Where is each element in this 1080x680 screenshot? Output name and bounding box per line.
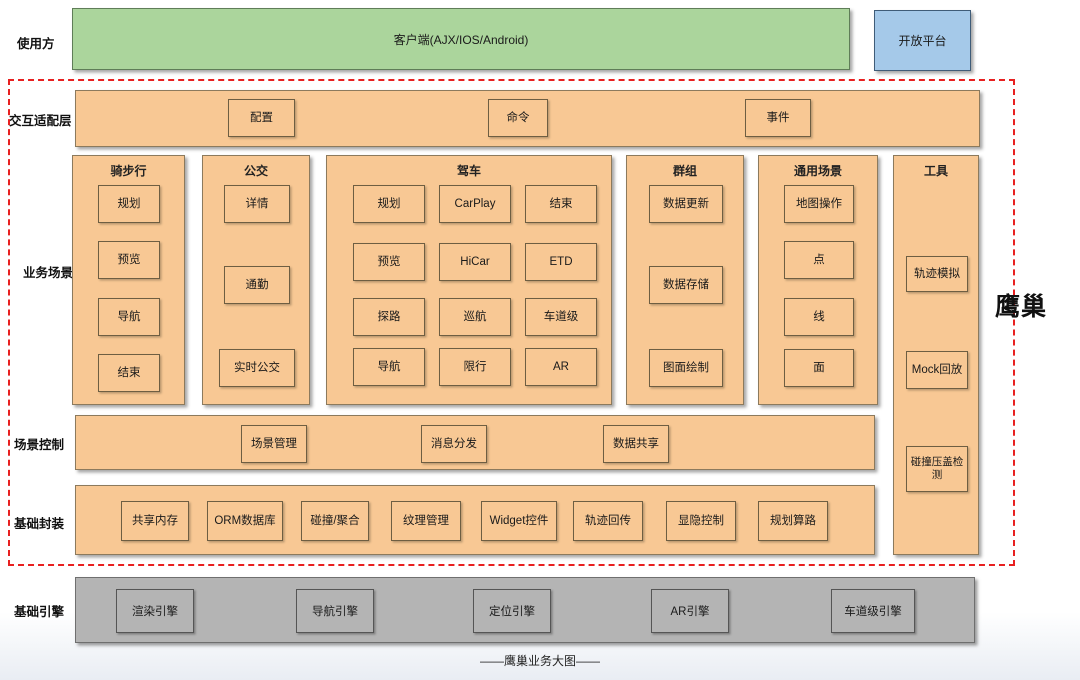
row-label-adapter-layer: 交互适配层 [9,114,72,128]
scene-item-box: 车道级 [525,298,597,336]
scene-item-box: 通勤 [224,266,290,304]
tool-item-box: 轨迹模拟 [906,256,968,292]
scene-item-box: 详情 [224,185,290,223]
scene-item-box: 导航 [353,348,425,386]
scene-item-box: 限行 [439,348,511,386]
control-item-box: 消息分发 [421,425,487,463]
adapter-layer-band: 配置 命令 事件 [75,90,980,147]
scene-column-driving: 驾车 规划 CarPlay 结束 预览 HiCar ETD 探路 巡航 车道级 … [326,155,612,405]
client-box: 客户端(AJX/IOS/Android) [72,8,850,70]
scene-item-box: 线 [784,298,854,336]
tool-item-box: Mock回放 [906,351,968,389]
scene-column-ride-walk: 骑步行 规划 预览 导航 结束 [72,155,185,405]
adapter-item-box: 事件 [745,99,811,137]
wrapper-item-box: 规划算路 [758,501,828,541]
column-title: 驾车 [456,164,481,178]
wrapper-item-box: 轨迹回传 [573,501,643,541]
scene-item-box: 数据存储 [649,266,723,304]
scene-column-group: 群组 数据更新 数据存储 图面绘制 [626,155,744,405]
wrapper-item-box: 纹理管理 [391,501,461,541]
row-label-consumer: 使用方 [17,37,55,51]
engine-item-box: 渲染引擎 [116,589,194,633]
engine-item-box: 车道级引擎 [831,589,915,633]
scene-item-box: AR [525,348,597,386]
scene-item-box: 面 [784,349,854,387]
base-engine-band: 渲染引擎 导航引擎 定位引擎 AR引擎 车道级引擎 [75,577,975,643]
adapter-item-box: 命令 [488,99,548,137]
diagram-caption: ——鹰巢业务大图—— [479,654,600,668]
row-label-base-wrapper: 基础封装 [14,517,65,531]
column-title: 群组 [672,164,697,178]
wrapper-item-box: 显隐控制 [666,501,736,541]
tool-item-box: 碰撞压盖检测 [906,446,968,492]
row-label-scene-control: 场景控制 [14,438,65,452]
wrapper-item-box: 碰撞/聚合 [301,501,369,541]
engine-item-box: AR引擎 [651,589,729,633]
row-label-business-scenes: 业务场景 [23,266,74,280]
scene-item-box: HiCar [439,243,511,281]
scene-item-box: 预览 [98,241,160,279]
column-title: 工具 [923,164,948,178]
scene-item-box: 规划 [353,185,425,223]
adapter-item-box: 配置 [228,99,295,137]
column-title: 通用场景 [793,164,842,178]
scene-item-box: 实时公交 [219,349,295,387]
column-title: 骑步行 [110,164,147,178]
scene-item-box: 结束 [98,354,160,392]
eagle-nest-boundary [8,79,1015,566]
scene-item-box: 巡航 [439,298,511,336]
wrapper-item-box: ORM数据库 [207,501,283,541]
scene-item-box: 预览 [353,243,425,281]
scene-control-band: 场景管理 消息分发 数据共享 [75,415,875,470]
scene-item-box: 图面绘制 [649,349,723,387]
base-wrapper-band: 共享内存 ORM数据库 碰撞/聚合 纹理管理 Widget控件 轨迹回传 显隐控… [75,485,875,555]
open-platform-box: 开放平台 [874,10,971,71]
control-item-box: 场景管理 [241,425,307,463]
eagle-nest-label: 鹰巢 [995,293,1048,321]
engine-item-box: 定位引擎 [473,589,551,633]
scene-item-box: 点 [784,241,854,279]
scene-item-box: 探路 [353,298,425,336]
wrapper-item-box: Widget控件 [481,501,557,541]
scene-item-box: 结束 [525,185,597,223]
scene-item-box: CarPlay [439,185,511,223]
engine-item-box: 导航引擎 [296,589,374,633]
scene-item-box: 地图操作 [784,185,854,223]
scene-item-box: 导航 [98,298,160,336]
control-item-box: 数据共享 [603,425,669,463]
scene-column-bus: 公交 详情 通勤 实时公交 [202,155,310,405]
row-label-base-engine: 基础引擎 [14,605,65,619]
scene-column-generic: 通用场景 地图操作 点 线 面 [758,155,878,405]
wrapper-item-box: 共享内存 [121,501,189,541]
scene-item-box: 规划 [98,185,160,223]
scene-item-box: 数据更新 [649,185,723,223]
tools-column: 工具 轨迹模拟 Mock回放 碰撞压盖检测 [893,155,979,555]
column-title: 公交 [243,164,268,178]
scene-item-box: ETD [525,243,597,281]
